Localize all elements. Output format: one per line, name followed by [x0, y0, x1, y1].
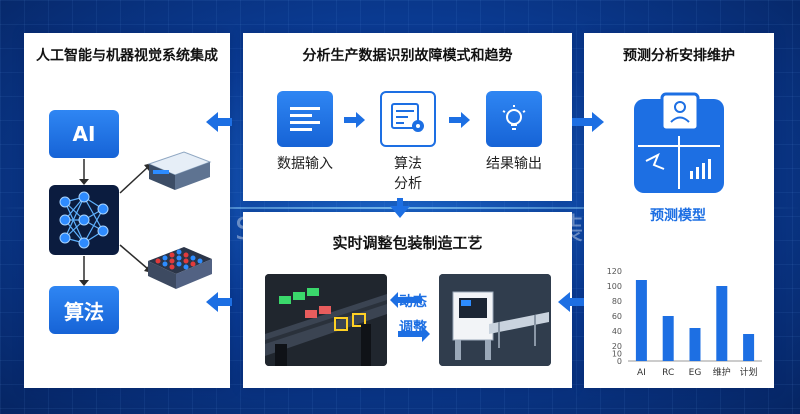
left-panel: 人工智能与机器视觉系统集成 AI 算法: [24, 33, 230, 388]
flow-arrows: [344, 112, 470, 128]
algorithm-analysis-label-2: 分析: [394, 176, 422, 192]
bar-0: [635, 280, 647, 361]
center-top-panel: 分析生产数据识别故障模式和趋势 数据输入 算法 分析 结果输出: [243, 33, 572, 201]
y-tick-label: 120: [607, 267, 622, 276]
y-tick-label: 0: [617, 357, 622, 366]
x-tick-label: 计划: [740, 366, 758, 378]
packaging-machine-image: [439, 274, 551, 366]
y-tick-label: 10: [612, 350, 622, 359]
result-output-label: 结果输出: [486, 156, 542, 172]
predictive-model-icon: [624, 91, 734, 201]
center-bottom-panel: 实时调整包装制造工艺 动态 调整: [243, 212, 572, 388]
center-bottom-title: 实时调整包装制造工艺: [332, 234, 483, 252]
center-top-title: 分析生产数据识别故障模式和趋势: [302, 48, 513, 64]
bidirectional-arrow-icon: [390, 292, 430, 342]
left-panel-title: 人工智能与机器视觉系统集成: [36, 48, 218, 64]
algorithm-box: 算法: [49, 286, 119, 334]
chart-title: 预测模型: [650, 208, 706, 224]
x-tick-label: AI: [637, 368, 646, 378]
x-tick-label: RC: [662, 368, 674, 378]
bar-4: [743, 334, 755, 361]
x-tick-label: EG: [689, 368, 702, 378]
ai-box: AI: [49, 110, 119, 158]
bar-3: [716, 286, 728, 361]
algorithm-analysis-icon: [380, 91, 436, 147]
dynamic-label-1: 动态: [399, 294, 427, 310]
data-input-label: 数据输入: [277, 156, 333, 172]
prediction-bar-chart: 01020 40 60 80 100 120AI RC EG 维护计划: [607, 267, 762, 378]
y-tick-label: 60: [612, 312, 622, 321]
bar-1: [662, 316, 674, 361]
battery-array-icon: [144, 241, 216, 293]
y-tick-label: 80: [612, 297, 622, 306]
x-tick-label: 维护: [713, 366, 731, 378]
y-tick-label: 100: [607, 282, 622, 291]
server-device-icon: [144, 148, 214, 194]
y-tick-label: 40: [612, 327, 622, 336]
neural-network-icon: [49, 185, 119, 255]
ai-label: AI: [72, 122, 96, 146]
watermark-text: SPEEDPACK 巨腾德包装设备: [235, 212, 647, 247]
conveyor-belt-image: [265, 274, 387, 366]
algorithm-label: 算法: [64, 299, 104, 324]
data-input-icon: [277, 91, 333, 147]
right-panel-title: 预测分析安排维护: [623, 48, 735, 64]
algorithm-analysis-label-1: 算法: [394, 156, 422, 172]
dynamic-label-2: 调整: [399, 320, 427, 336]
bar-2: [689, 328, 701, 361]
result-output-icon: [486, 91, 542, 147]
y-tick-label: 20: [612, 342, 622, 351]
